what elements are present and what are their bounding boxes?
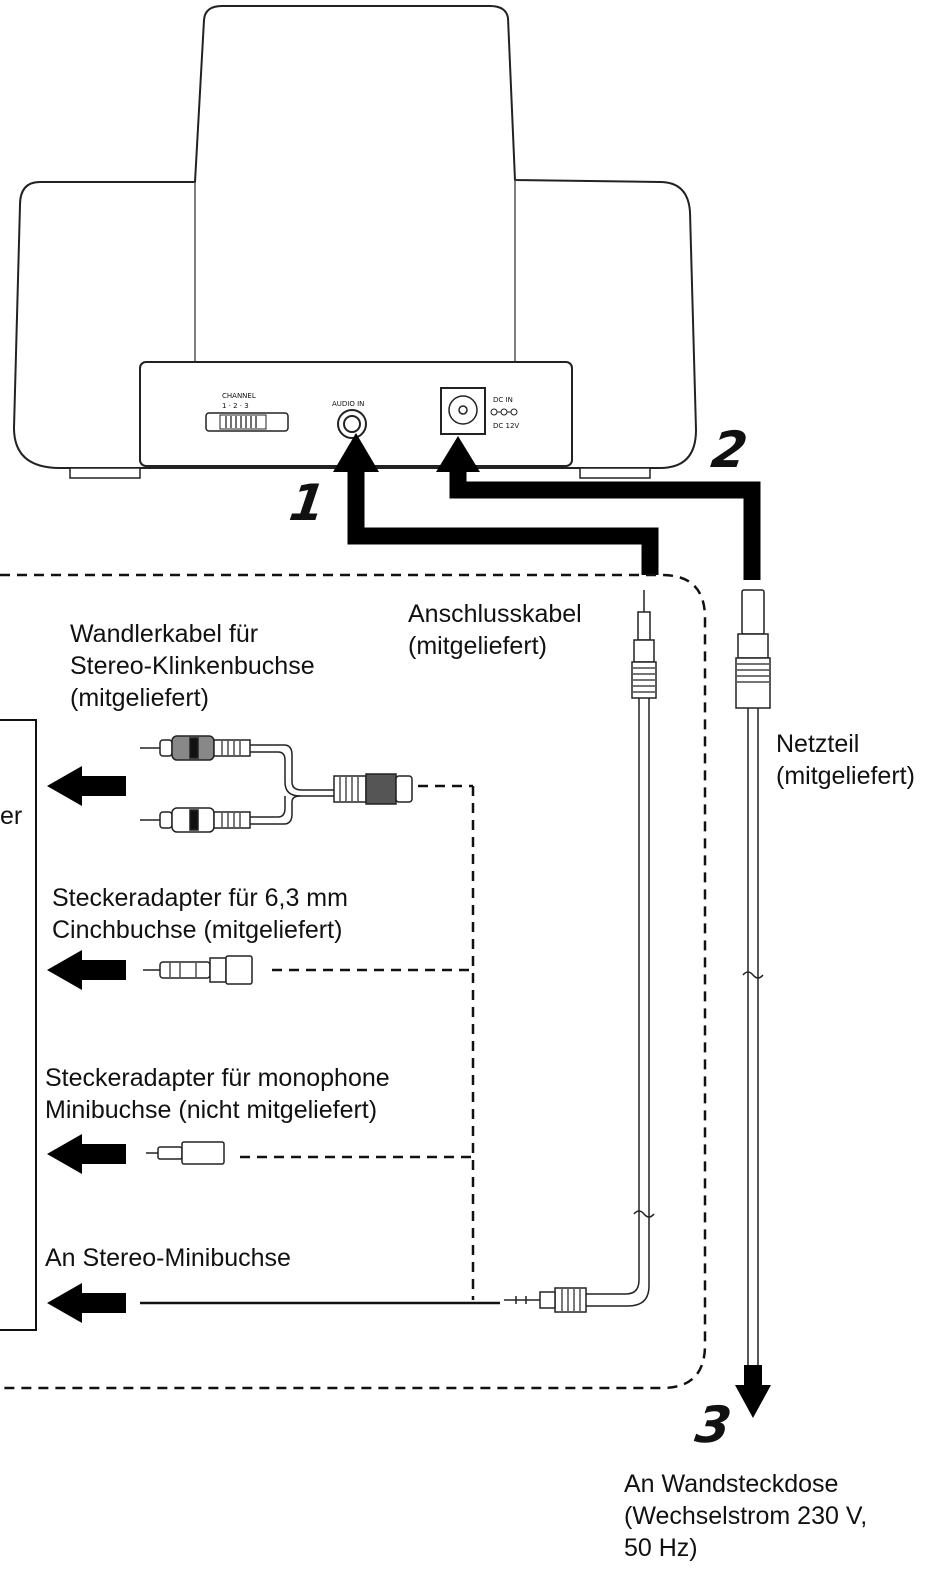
plug-adapter-6-3mm	[143, 955, 253, 985]
plug-adapter-mono-label: Steckeradapter für monophone Minibuchse …	[45, 1064, 390, 1124]
audio-device-box	[0, 719, 37, 1331]
power-routing-arrow	[436, 436, 761, 580]
audio-device-label-fragment: er	[0, 802, 23, 830]
channel-numbers: 1 · 2 · 3	[222, 402, 249, 410]
connection-cable-label: Anschlusskabel (mitgeliefert)	[408, 600, 582, 660]
stereo-mini-plug-bottom	[504, 1287, 587, 1313]
power-adapter-cable	[735, 589, 771, 1418]
rca-plug-bottom	[140, 807, 251, 833]
power-adapter-label: Netzteil (mitgeliefert)	[776, 730, 915, 790]
dc-rating-label: DC 12V	[493, 422, 519, 430]
rca-plug-top	[140, 735, 251, 761]
stereo-mini-label: An Stereo-Minibuchse	[45, 1244, 291, 1272]
stereo-mini-plug-top	[631, 590, 657, 699]
arrow-left-icon	[47, 950, 126, 990]
rca-y-converter-cable	[140, 735, 413, 833]
step-number-3: 3	[691, 1396, 735, 1454]
converter-cable-label: Wandlerkabel für Stereo-Klinkenbuchse (m…	[70, 620, 315, 712]
step-number-1: 1	[285, 474, 329, 532]
plug-adapter-63-label: Steckeradapter für 6,3 mm Cinchbuchse (m…	[52, 884, 348, 944]
left-foot	[69, 467, 141, 479]
wall-outlet-label: An Wandsteckdose (Wechselstrom 230 V, 50…	[624, 1470, 868, 1562]
arrow-left-icons	[47, 766, 126, 1323]
plug-adapter-mono-mini	[146, 1141, 225, 1165]
connection-cable	[504, 590, 657, 1313]
dc-in-label: DC IN	[493, 396, 513, 404]
audio-in-jack[interactable]: AUDIO IN	[332, 400, 367, 439]
audio-in-label: AUDIO IN	[332, 400, 364, 408]
arrow-left-icon	[47, 1283, 126, 1323]
polarity-icon	[490, 408, 518, 416]
power-cable-break-icon	[742, 971, 764, 979]
base-station-body	[12, 5, 698, 469]
arrow-down-icon	[735, 1365, 771, 1418]
channel-label: CHANNEL	[222, 392, 256, 400]
cable-break-icon	[633, 1210, 655, 1218]
audio-routing-arrow	[333, 433, 659, 575]
stereo-jack-socket	[333, 773, 413, 805]
optional-adapters-frame	[0, 573, 707, 1390]
arrow-left-icon	[47, 766, 126, 806]
dc-in-jack[interactable]: DC IN DC 12V	[440, 387, 519, 435]
step-number-2: 2	[707, 421, 751, 479]
arrow-left-icon	[47, 1134, 126, 1174]
channel-switch[interactable]: CHANNEL 1 · 2 · 3	[205, 392, 289, 432]
right-foot	[579, 467, 651, 479]
adapter-dashed-links	[240, 784, 475, 1300]
